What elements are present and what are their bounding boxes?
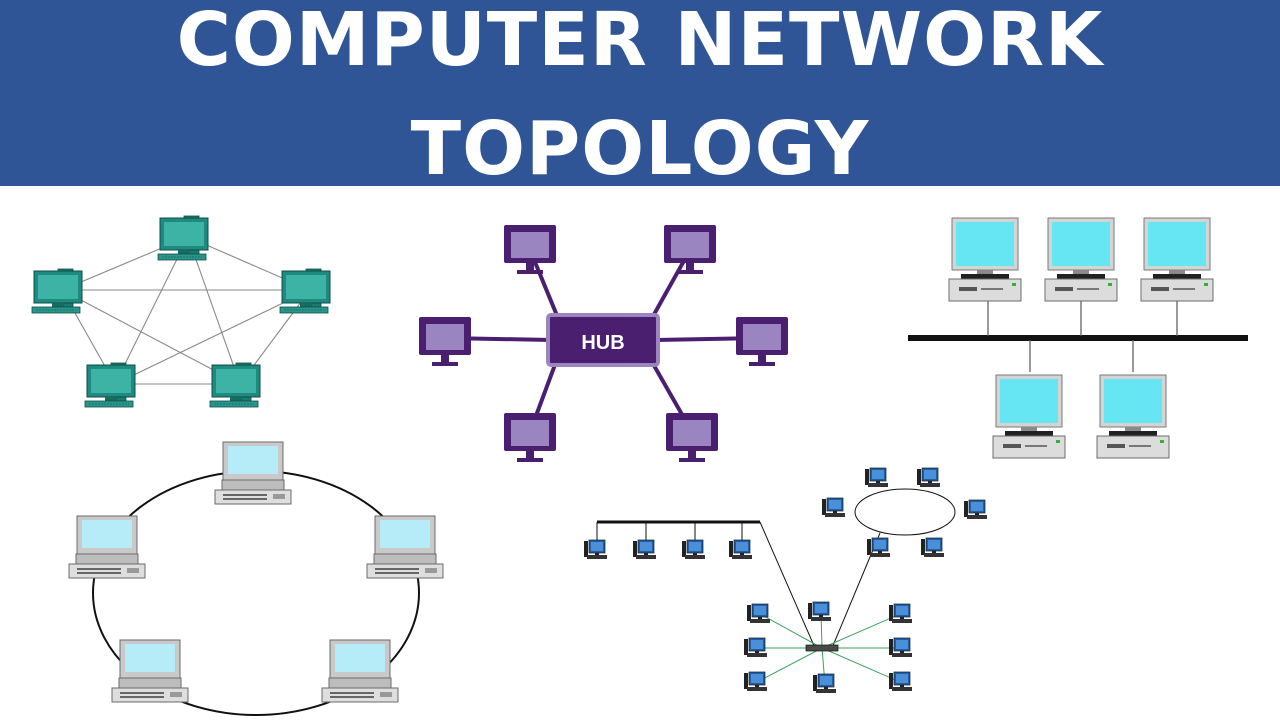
star-monitor-left (419, 317, 471, 366)
hybrid-topology (583, 467, 988, 694)
ring-computer-top (214, 441, 292, 505)
star-monitor-bottom-left (504, 413, 556, 462)
bus-computer-4 (992, 374, 1066, 459)
hybrid-bus (596, 520, 816, 649)
hybrid-ring-computer-1 (864, 467, 889, 488)
hybrid-star-computer-7 (812, 673, 837, 694)
title-line-1: COMPUTER NETWORK (176, 0, 1104, 83)
mesh-topology (31, 215, 331, 408)
bus-computer-3 (1140, 217, 1214, 302)
hybrid-star-computer-6 (743, 671, 768, 692)
ring-computer-bottom-right (321, 639, 399, 703)
bus-computer-1 (948, 217, 1022, 302)
ring-topology (68, 441, 444, 716)
hybrid-bus-computer-3 (681, 539, 706, 560)
mesh-computer-bottom-right (209, 362, 261, 408)
star-monitor-top-right (664, 225, 716, 274)
ring-computer-right (366, 515, 444, 579)
topology-diagrams: HUB (31, 215, 1248, 716)
hybrid-ring (854, 488, 956, 536)
star-topology: HUB (419, 225, 788, 462)
bus-drops (987, 300, 1178, 372)
hub-label: HUB (581, 332, 624, 354)
hybrid-star-computer-3 (888, 603, 913, 624)
hybrid-star-computer-8 (888, 671, 913, 692)
hybrid-ring-computer-6 (920, 537, 945, 558)
hybrid-ring-computer-2 (916, 467, 941, 488)
title-line-2: TOPOLOGY (410, 106, 870, 192)
hybrid-star-computer-4 (743, 637, 768, 658)
hybrid-bus-computer-2 (632, 539, 657, 560)
bus-topology (908, 217, 1248, 459)
star-monitor-bottom-right (666, 413, 718, 462)
hybrid-star-computer-5 (888, 637, 913, 658)
bus-computer-2 (1044, 217, 1118, 302)
star-monitor-right (736, 317, 788, 366)
hybrid-star-computer-2 (807, 601, 832, 622)
mesh-computer-right (279, 268, 331, 314)
hybrid-ring-computer-4 (963, 499, 988, 520)
mesh-computer-top (157, 215, 209, 261)
mesh-computer-left (31, 268, 83, 314)
hybrid-hub (805, 644, 839, 652)
hybrid-ring-link (831, 532, 881, 649)
title-banner: COMPUTER NETWORK TOPOLOGY (0, 0, 1280, 186)
hybrid-star-computer-1 (746, 603, 771, 624)
hybrid-bus-computer-1 (583, 539, 608, 560)
ring-computer-bottom-left (111, 639, 189, 703)
bus-computer-5 (1096, 374, 1170, 459)
hybrid-bus-computer-4 (728, 539, 753, 560)
star-monitor-top-left (504, 225, 556, 274)
mesh-computer-bottom-left (84, 362, 136, 408)
ring-computer-left (68, 515, 146, 579)
hybrid-ring-computer-3 (821, 497, 846, 518)
hub-box (546, 313, 660, 367)
hybrid-ring-computer-5 (866, 537, 891, 558)
